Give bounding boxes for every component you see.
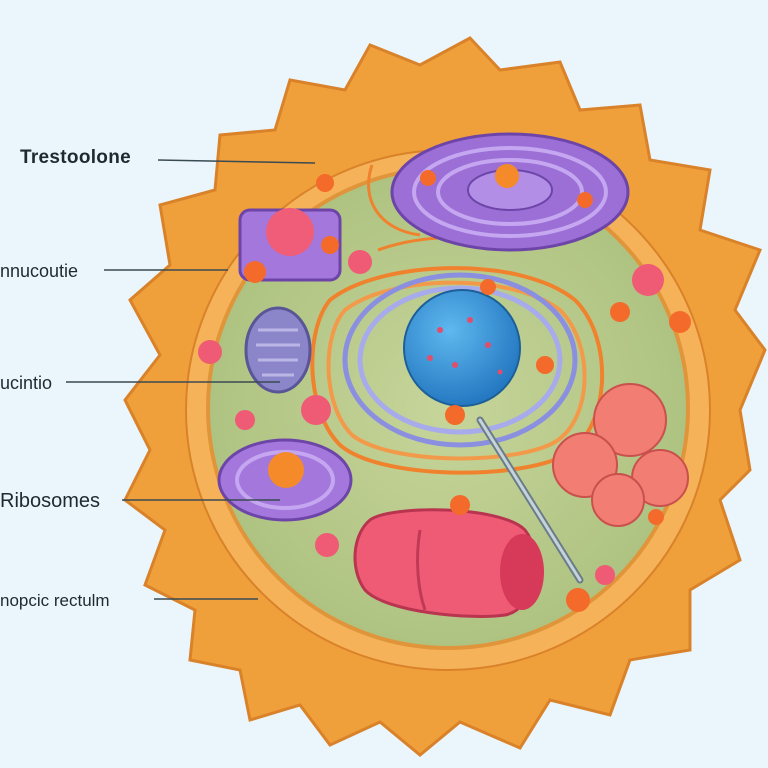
mitochondrion — [353, 508, 544, 618]
label-trestoolone: Trestoolone — [20, 147, 131, 168]
leader-lines — [66, 159, 316, 600]
centriole — [238, 208, 342, 283]
vacuole-cluster — [552, 383, 689, 527]
vesicles — [198, 174, 691, 612]
needle — [476, 416, 584, 584]
nucleus — [403, 289, 521, 407]
nuclear-envelope — [342, 272, 578, 448]
label-ribosomes: Ribosomes — [0, 490, 101, 512]
golgi-apparatus — [390, 132, 630, 252]
leader-line-0 — [157, 159, 316, 164]
label-ucintio: ucintio — [0, 373, 53, 393]
label-nopcic-rectulm: nopcic rectulm — [0, 591, 110, 610]
label-nnucoutie: nnucoutie — [0, 261, 79, 281]
mitochondrion-small — [244, 306, 312, 394]
ribosome-stack — [217, 438, 353, 522]
